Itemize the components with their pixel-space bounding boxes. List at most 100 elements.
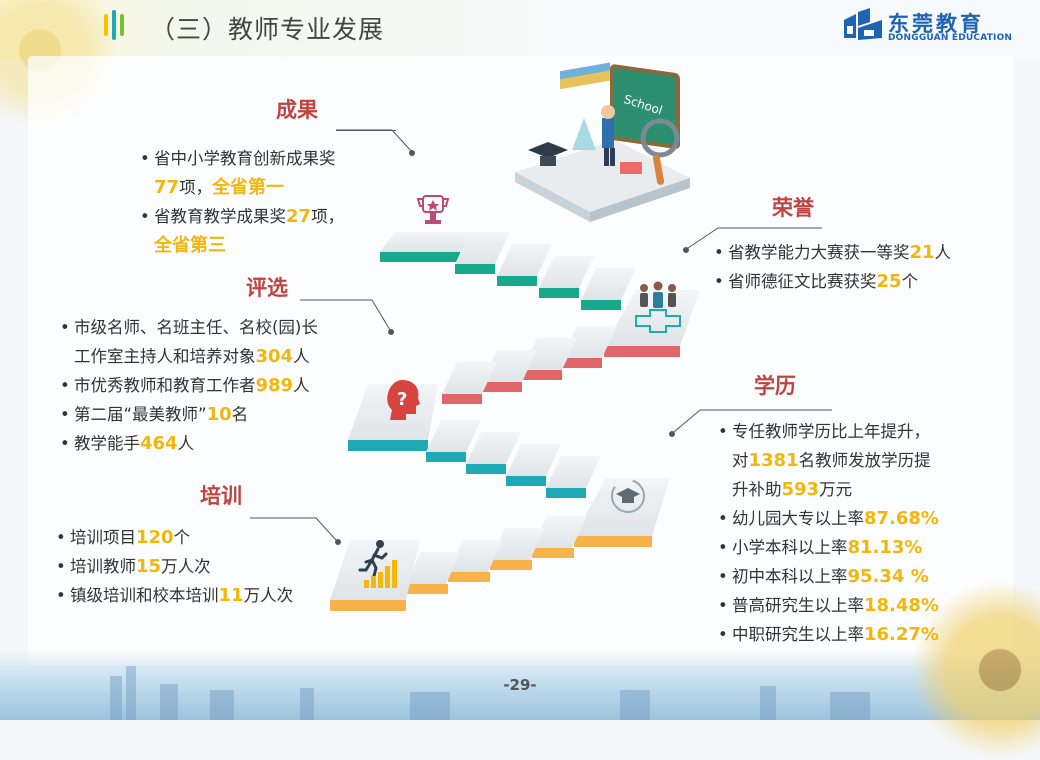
skyline-buildings [110,666,870,720]
selection-highlight-value: 10 [206,404,232,425]
bullet-icon: • [718,567,728,586]
selection-item-text: 人 [177,434,195,453]
honors-item-text: 省教学能力大赛获一等奖 [728,243,910,262]
bullet-icon: • [56,557,66,576]
training-item-text: 镇级培训和校本培训 [70,586,219,605]
achievements-item: 全省第三 [140,231,344,260]
city-skyline-background [0,650,1040,720]
lower-stair-flight [348,420,670,536]
selection-item-text: 市优秀教师和教育工作者 [74,376,256,395]
education-item-text: 普高研究生以上率 [732,596,864,615]
upper-stair-flight [380,232,700,346]
selection-highlight-value: 989 [255,375,294,396]
bullet-icon: • [718,538,728,557]
selection-item-text: 人 [293,347,310,366]
svg-text:?: ? [397,389,407,410]
training-highlight-value: 15 [136,556,162,577]
education-item-text: 初中本科以上率 [732,567,848,586]
training-item-text: 万人次 [161,557,211,576]
education-highlight-value: 95.34 % [847,566,929,587]
education-item-text: 小学本科以上率 [732,538,848,557]
bullet-icon: • [60,318,70,337]
selection-highlight-value: 464 [140,433,178,454]
selection-heading: 评选 [246,276,288,300]
education-heading: 学历 [754,374,796,398]
bullet-icon: • [140,149,150,168]
education-item-text: 对 [732,451,749,470]
selection-item: •市优秀教师和教育工作者989人 [60,371,318,400]
training-highlight-value: 11 [218,585,244,606]
selection-item-text: 第二届“最美教师” [74,405,207,424]
bullet-icon: • [718,596,728,615]
selection-highlight-value: 304 [255,346,294,367]
selection-item: •教学能手464人 [60,429,318,458]
achievements-item: 77项，全省第一 [140,173,344,202]
honors-item-text: 省师德征文比赛获奖 [728,272,877,291]
bullet-icon: • [714,243,724,262]
education-list: •专任教师学历比上年提升，对1381名教师发放学历提升补助593万元•幼儿园大专… [718,417,939,649]
upper-step-2 [455,232,510,274]
education-highlight-value: 87.68% [864,508,939,529]
training-item: •培训项目120个 [56,523,293,552]
bullet-icon: • [718,422,728,441]
honors-item: •省教学能力大赛获一等奖21人 [714,238,951,267]
honors-item-text: 人 [934,243,952,262]
people-icon [635,281,681,333]
education-item: •普高研究生以上率18.48% [718,591,939,620]
honors-item: •省师德征文比赛获奖25个 [714,267,951,296]
logo-chinese-text: 东莞教育 [888,12,984,36]
graduation-cap-icon [611,479,645,513]
bullet-icon: • [60,434,70,453]
connector-lines [250,129,832,545]
selection-item-text: 名 [231,405,249,424]
achievements-highlight-value: 全省第一 [212,177,285,198]
education-item: •中职研究生以上率16.27% [718,620,939,649]
dongguan-education-logo: 东莞教育 DONGGUAN EDUCATION [842,6,1022,46]
bullet-icon: • [718,625,728,644]
honors-heading: 荣誉 [772,196,814,220]
bullet-icon: • [60,376,70,395]
education-item: •专任教师学历比上年提升， [718,417,939,446]
logo-english-text: DONGGUAN EDUCATION [888,33,1013,43]
school-board-illustration: School [515,62,690,222]
achievements-item: •省中小学教育创新成果奖 [140,144,344,173]
selection-item-text: 人 [293,376,310,395]
training-list: •培训项目120个•培训教师15万人次•镇级培训和校本培训11万人次 [56,523,293,610]
selection-item: 工作室主持人和培养对象304人 [60,342,318,371]
honors-item-text: 个 [901,272,919,291]
education-highlight-value: 593 [781,479,820,500]
honors-highlight-value: 25 [876,271,902,292]
training-heading: 培训 [200,484,242,508]
education-item-text: 升补助 [732,480,782,499]
staircase-illustration: School [110,62,870,720]
achievements-heading: 成果 [276,98,318,122]
achievements-item: •省教育教学成果奖27项， [140,202,344,231]
achievements-item-text: 省中小学教育创新成果奖 [154,149,336,168]
education-item: •幼儿园大专以上率87.68% [718,504,939,533]
bullet-icon: • [60,405,70,424]
education-item-text: 名教师发放学历提 [798,451,931,470]
achievements-highlight-value: 全省第三 [154,235,226,256]
bullet-icon: • [140,207,150,226]
selection-item-text: 市级名师、名班主任、名校(园)长 [74,318,318,337]
selection-item: •市级名师、名班主任、名校(园)长 [60,313,318,342]
education-item-text: 幼儿园大专以上率 [732,509,864,528]
training-item-text: 培训教师 [70,557,136,576]
question-head-icon: ? [387,380,420,420]
achievements-item-text: 项， [311,207,345,226]
education-item: •小学本科以上率81.13% [718,533,939,562]
achievements-highlight-value: 77 [154,177,180,198]
education-highlight-value: 18.48% [864,595,939,616]
education-item-text: 专任教师学历比上年提升， [732,422,930,441]
selection-item-text: 教学能手 [74,434,140,453]
selection-item: •第二届“最美教师”10名 [60,400,318,429]
training-highlight-value: 120 [136,527,174,548]
honors-list: •省教学能力大赛获一等奖21人•省师德征文比赛获奖25个 [714,238,951,296]
achievements-highlight-value: 27 [286,206,312,227]
education-item: 对1381名教师发放学历提 [718,446,939,475]
training-item: •镇级培训和校本培训11万人次 [56,581,293,610]
education-item-text: 中职研究生以上率 [732,625,864,644]
training-item-text: 万人次 [243,586,294,605]
selection-item-text: 工作室主持人和培养对象 [74,347,256,366]
